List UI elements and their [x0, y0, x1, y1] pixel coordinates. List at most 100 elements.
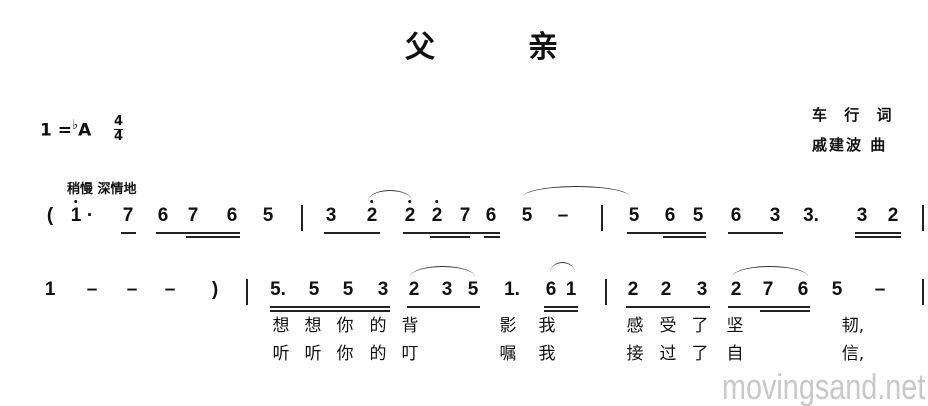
- lyric-char: 听: [304, 344, 322, 364]
- note: 2: [366, 205, 378, 226]
- lyric-char: 了: [691, 344, 709, 364]
- beam: [121, 232, 136, 234]
- lyric-char: 我: [538, 344, 556, 364]
- beam: [728, 306, 810, 308]
- beam: [760, 310, 810, 312]
- note: 6: [157, 205, 169, 226]
- note: 2: [660, 279, 672, 300]
- lyric-char: 的: [369, 344, 387, 364]
- barline: [922, 205, 924, 231]
- note: 2: [730, 279, 742, 300]
- lyric-char: 受: [659, 316, 677, 336]
- note: 7: [762, 279, 774, 300]
- lyric-char: 想: [304, 316, 322, 336]
- beam: [855, 232, 901, 234]
- note: 2: [627, 279, 639, 300]
- beam: [407, 306, 480, 308]
- note: 1: [44, 279, 56, 300]
- key-signature: 1 =♭A: [40, 118, 91, 141]
- note: 5: [628, 205, 640, 226]
- lyric-char: 过: [659, 344, 677, 364]
- note: 2: [887, 205, 899, 226]
- tempo-marking: 稍慢 深情地: [67, 182, 137, 197]
- note: 3: [856, 205, 868, 226]
- note: 5: [308, 279, 320, 300]
- note: 2: [431, 205, 443, 226]
- flat-icon: ♭: [72, 118, 79, 133]
- barline: [922, 279, 924, 305]
- note: 1: [565, 279, 577, 300]
- note: 5.: [270, 279, 286, 300]
- lyric-char: 听: [272, 344, 290, 364]
- key-prefix: 1 =: [40, 120, 72, 141]
- note: 7: [459, 205, 471, 226]
- beam: [544, 306, 578, 308]
- lyric-char: 影: [499, 316, 517, 336]
- note: 1.: [504, 279, 520, 300]
- note: 7: [122, 205, 134, 226]
- beam: [186, 236, 240, 238]
- note: 5: [521, 205, 533, 226]
- note: –: [86, 279, 98, 300]
- beam: [430, 236, 470, 238]
- lyric-char: 了: [691, 316, 709, 336]
- barline: [605, 279, 607, 305]
- note: 3: [696, 279, 708, 300]
- lyric-char: 背: [401, 316, 419, 336]
- lyricist-credit: 车 行 词: [812, 106, 898, 124]
- slur: [732, 266, 808, 277]
- note: 1: [70, 205, 82, 226]
- note: 6: [226, 205, 238, 226]
- note: 6: [545, 279, 557, 300]
- note: 6: [797, 279, 809, 300]
- lyric-char: 我: [538, 316, 556, 336]
- slur: [523, 186, 630, 197]
- note: 5: [342, 279, 354, 300]
- title-char-1: 父: [405, 30, 435, 65]
- note: 6: [730, 205, 742, 226]
- note: 3: [325, 205, 337, 226]
- beam: [484, 236, 500, 238]
- slur: [550, 262, 575, 273]
- lyric-char: 你: [336, 316, 354, 336]
- note: 5: [692, 205, 704, 226]
- lyric-char: 你: [336, 344, 354, 364]
- time-top: 4: [114, 114, 124, 130]
- lyric-char: 信,: [841, 344, 865, 364]
- barline: [601, 205, 603, 231]
- time-bottom: 4: [114, 129, 124, 144]
- note: 5: [262, 205, 274, 226]
- key-note: A: [78, 120, 92, 141]
- lyric-char: 叮: [401, 344, 419, 364]
- note: 3: [769, 205, 781, 226]
- title-char-2: 亲: [528, 30, 558, 65]
- note: 2: [408, 279, 420, 300]
- note: 2: [404, 205, 416, 226]
- barline: [246, 279, 248, 305]
- note: ·: [86, 205, 94, 226]
- lyric-char: 坚: [726, 316, 744, 336]
- note: 3: [441, 279, 453, 300]
- note: –: [126, 279, 138, 300]
- note: 3: [377, 279, 389, 300]
- beam: [270, 306, 390, 308]
- lyric-char: 嘱: [499, 344, 517, 364]
- note: 5: [467, 279, 479, 300]
- beam: [627, 232, 706, 234]
- composer-credit: 戚建波 曲: [812, 136, 888, 154]
- barline: [301, 205, 303, 231]
- note: 3.: [803, 205, 819, 226]
- note: 7: [187, 205, 199, 226]
- beam: [544, 310, 578, 312]
- note: –: [874, 279, 886, 300]
- slur: [410, 266, 475, 277]
- lyric-char: 接: [626, 344, 644, 364]
- time-signature: 4 4: [114, 114, 124, 144]
- beam: [626, 306, 710, 308]
- beam: [728, 232, 783, 234]
- note: 5: [831, 279, 843, 300]
- beam: [663, 236, 706, 238]
- note: 6: [664, 205, 676, 226]
- beam: [156, 232, 240, 234]
- lyric-char: 自: [726, 344, 744, 364]
